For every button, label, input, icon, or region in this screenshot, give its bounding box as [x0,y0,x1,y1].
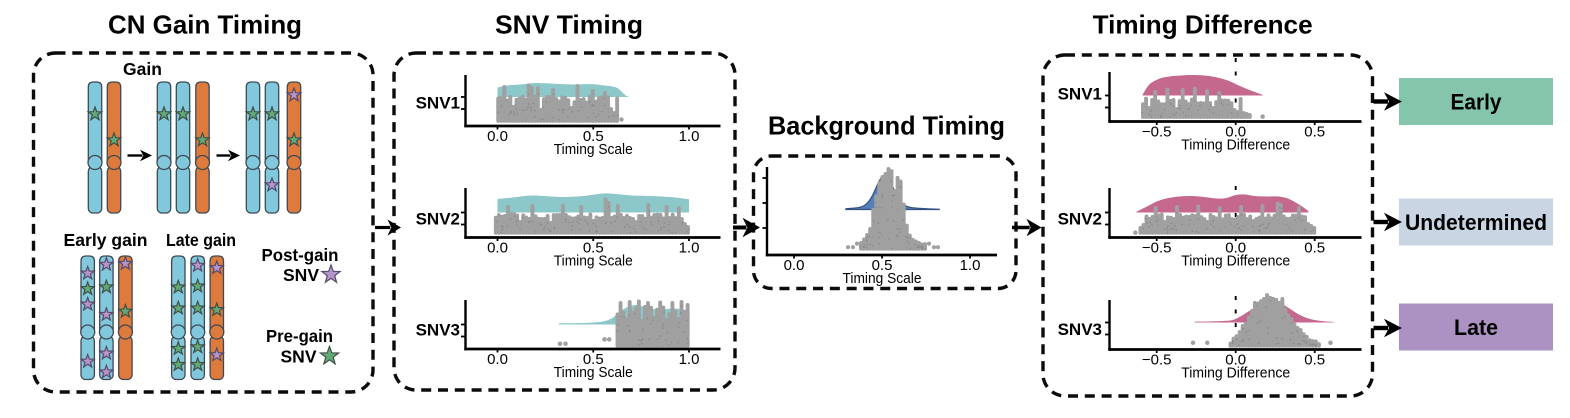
svg-text:1.0: 1.0 [960,257,981,274]
svg-text:Background Timing: Background Timing [768,111,1005,141]
svg-text:0.5: 0.5 [1304,352,1325,369]
svg-text:Late: Late [1454,315,1498,340]
svg-text:0.5: 0.5 [872,257,893,274]
svg-text:Gain: Gain [123,59,162,79]
svg-text:Timing Scale: Timing Scale [843,271,922,287]
svg-text:0.5: 0.5 [583,351,604,368]
svg-text:Timing Difference: Timing Difference [1181,254,1290,270]
svg-text:0.5: 0.5 [583,240,604,257]
svg-text:1.0: 1.0 [679,128,700,145]
svg-text:Undetermined: Undetermined [1405,210,1547,235]
svg-text:0.0: 0.0 [487,351,508,368]
svg-text:Late gain: Late gain [166,230,236,250]
svg-text:0.0: 0.0 [784,257,805,274]
svg-text:Early gain: Early gain [64,230,148,250]
svg-text:0.0: 0.0 [487,240,508,257]
svg-text:1.0: 1.0 [679,351,700,368]
svg-text:Early: Early [1451,90,1502,115]
svg-text:SNV1: SNV1 [1058,85,1102,104]
svg-text:CN Gain Timing: CN Gain Timing [108,10,302,40]
svg-text:SNV: SNV [283,265,319,285]
svg-text:SNV2: SNV2 [416,210,460,229]
svg-text:SNV3: SNV3 [416,321,460,340]
svg-text:−0.5: −0.5 [1142,124,1172,141]
svg-text:0.0: 0.0 [1225,352,1246,369]
svg-text:Pre-gain: Pre-gain [266,326,333,346]
svg-text:−0.5: −0.5 [1142,240,1172,257]
svg-text:SNV: SNV [281,347,317,367]
svg-text:1.0: 1.0 [679,240,700,257]
svg-text:−0.5: −0.5 [1142,352,1172,369]
svg-text:0.5: 0.5 [1304,124,1325,141]
svg-text:Timing Difference: Timing Difference [1181,366,1290,382]
svg-text:Timing Difference: Timing Difference [1181,138,1290,154]
svg-text:0.0: 0.0 [1225,240,1246,257]
svg-text:Timing Scale: Timing Scale [554,142,633,158]
svg-text:Post-gain: Post-gain [262,245,339,265]
svg-text:Timing Scale: Timing Scale [554,365,633,381]
svg-text:0.5: 0.5 [1304,240,1325,257]
svg-text:0.0: 0.0 [487,128,508,145]
svg-text:SNV3: SNV3 [1058,320,1102,339]
svg-text:Timing Scale: Timing Scale [554,254,633,270]
svg-text:0.0: 0.0 [1225,124,1246,141]
svg-text:Timing Difference: Timing Difference [1093,10,1313,40]
svg-text:0.5: 0.5 [583,128,604,145]
svg-text:SNV Timing: SNV Timing [495,10,643,40]
svg-text:SNV1: SNV1 [416,94,460,113]
svg-text:SNV2: SNV2 [1058,210,1102,229]
